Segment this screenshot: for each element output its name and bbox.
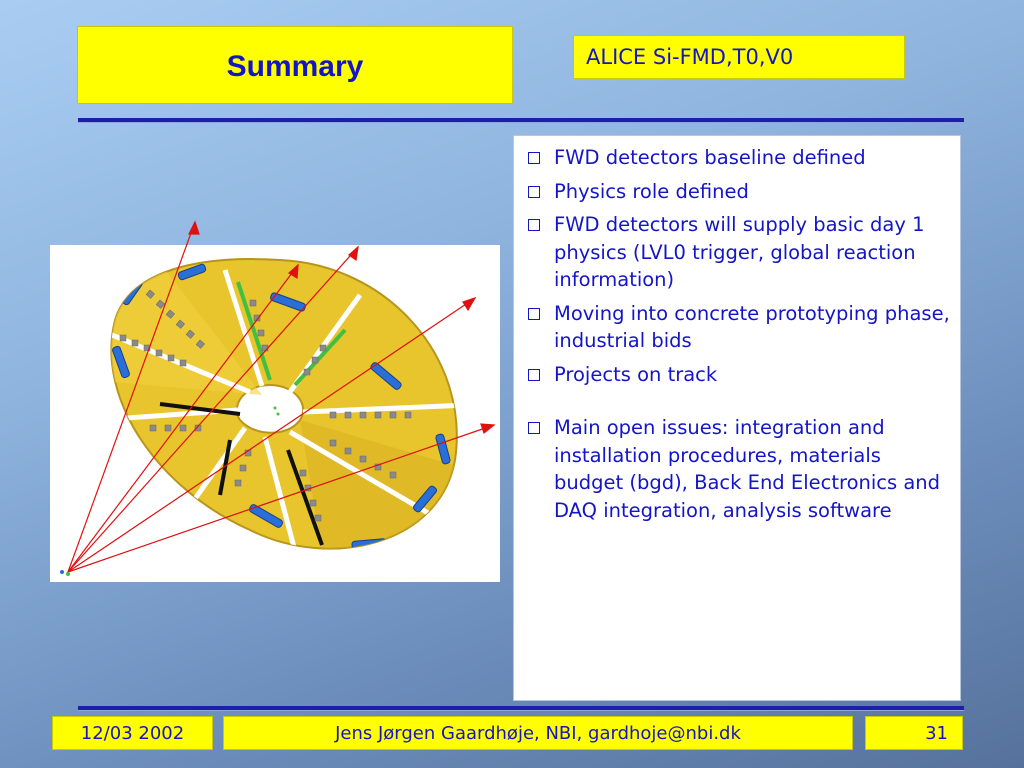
bullet-text: FWD detectors baseline defined xyxy=(554,146,866,169)
bottom-divider xyxy=(78,706,964,710)
title-box: Summary xyxy=(77,26,513,104)
list-item: FWD detectors will supply basic day 1 ph… xyxy=(526,211,950,294)
square-bullet-icon xyxy=(528,185,540,198)
bullet-text: Main open issues: integration and instal… xyxy=(554,416,941,522)
footer-page-number: 31 xyxy=(865,716,963,750)
summary-bullet-list: FWD detectors baseline defined Physics r… xyxy=(514,136,960,524)
bullet-text: Projects on track xyxy=(554,362,718,386)
list-item: Projects on track xyxy=(526,361,950,389)
list-item: Physics role defined xyxy=(526,178,950,206)
square-bullet-icon xyxy=(528,219,540,231)
bullet-text: FWD detectors will supply basic day 1 ph… xyxy=(554,213,925,291)
square-bullet-icon xyxy=(528,152,540,164)
bullet-text: Moving into concrete prototyping phase, … xyxy=(554,301,950,353)
bullet-text: Physics role defined xyxy=(554,179,749,203)
list-item: FWD detectors baseline defined xyxy=(526,144,950,172)
footer-date: 12/03 2002 xyxy=(52,716,213,750)
slide-title: Summary xyxy=(226,50,364,83)
list-item: Moving into concrete prototyping phase, … xyxy=(526,300,950,355)
list-item: Main open issues: integration and instal… xyxy=(526,414,950,524)
square-bullet-icon xyxy=(528,368,540,381)
header-tag-box: ALICE Si-FMD,T0,V0 xyxy=(573,35,905,79)
square-bullet-icon xyxy=(528,422,540,434)
footer-author: Jens Jørgen Gaardhøje, NBI, gardhoje@nbi… xyxy=(223,716,853,750)
top-divider xyxy=(78,118,964,122)
detector-figure xyxy=(50,245,500,582)
summary-content-box: FWD detectors baseline defined Physics r… xyxy=(513,135,961,701)
header-tag: ALICE Si-FMD,T0,V0 xyxy=(586,45,794,69)
square-bullet-icon xyxy=(528,307,540,320)
